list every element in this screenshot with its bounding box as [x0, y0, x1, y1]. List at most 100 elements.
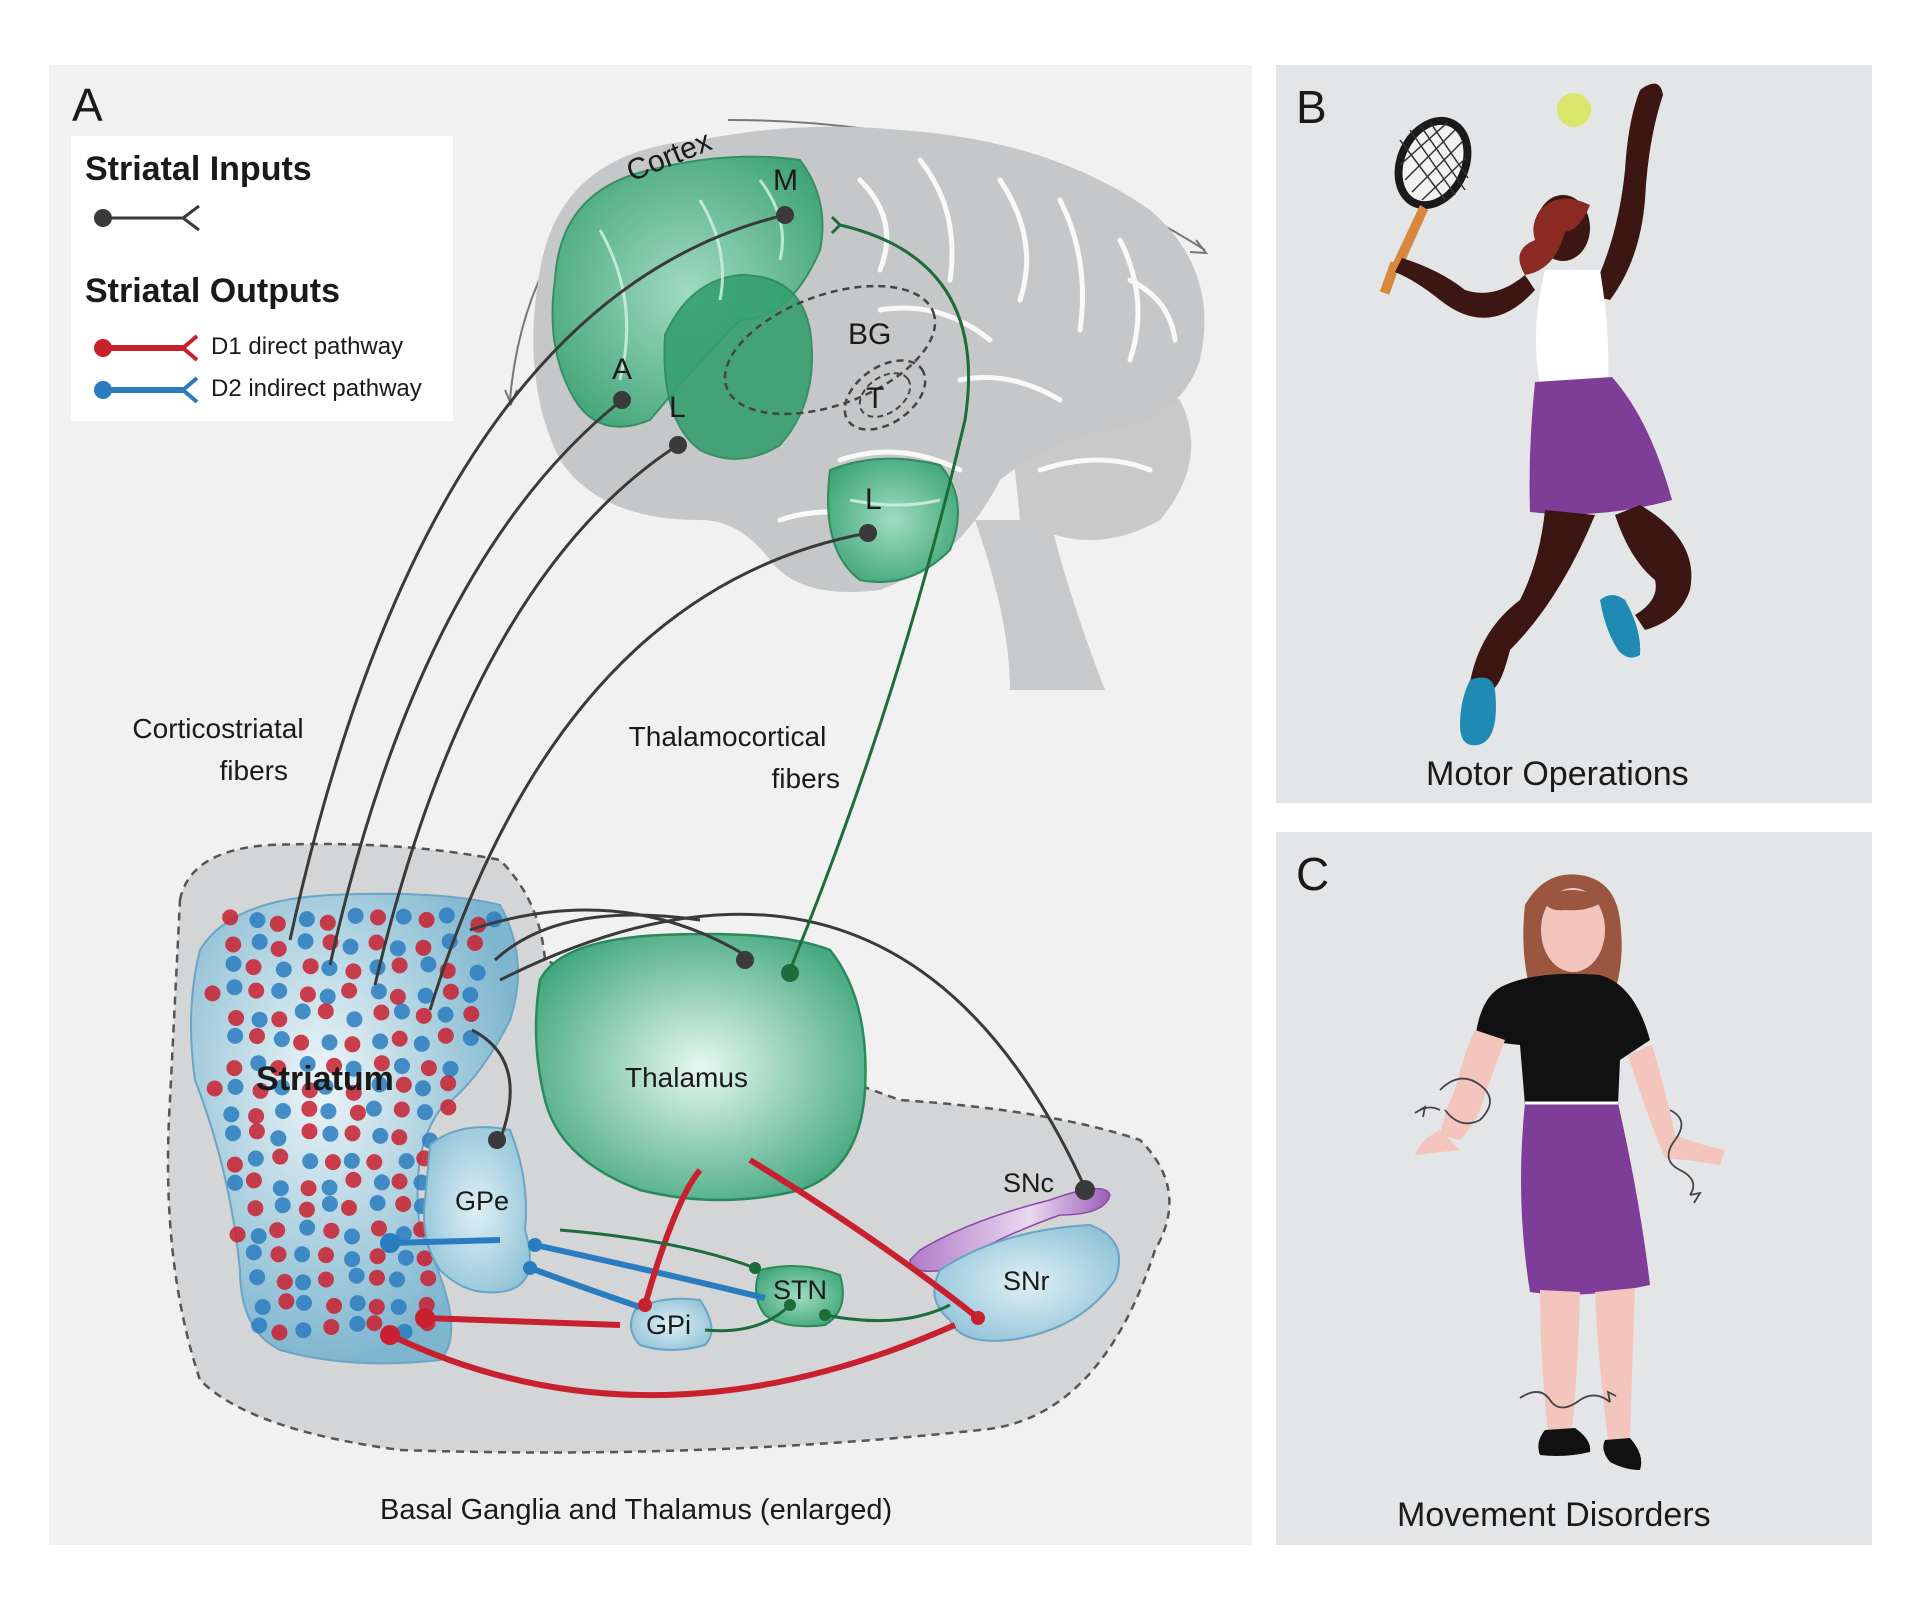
figure-left-leg: [1540, 1290, 1580, 1432]
panel-a-caption: Basal Ganglia and Thalamus (enlarged): [380, 1494, 893, 1526]
striatal-neuron-dot: [321, 1195, 338, 1212]
striatal-neuron-dot: [395, 1196, 412, 1212]
striatal-neuron-dot: [296, 1294, 312, 1311]
striatal-neuron-dot: [342, 938, 359, 955]
striatal-neuron-dot: [369, 1248, 386, 1265]
striatal-neuron-dot: [317, 1003, 334, 1020]
striatal-neuron-dot: [437, 1027, 454, 1044]
striatal-neuron-dot: [271, 1324, 288, 1341]
striatal-neuron-dot: [372, 1127, 389, 1144]
region-m-label: M: [773, 164, 798, 197]
striatal-neuron-dot: [318, 1247, 334, 1264]
striatal-neuron-dot: [462, 986, 479, 1003]
striatal-neuron-dot: [225, 1125, 241, 1142]
striatal-neuron-dot: [391, 1173, 408, 1190]
player-racket-arm: [1395, 258, 1535, 318]
tennis-racket-icon: [1379, 116, 1472, 295]
striatal-neuron-dot: [344, 1228, 360, 1245]
d1-direct-pathway: [388, 1157, 980, 1399]
thalamocortical-label: Thalamocortical fibers: [605, 716, 850, 800]
striatal-neuron-dot: [251, 1011, 268, 1028]
striatal-neuron-dot: [298, 1201, 315, 1218]
striatal-neuron-dot: [467, 935, 483, 951]
striatal-neuron-dot: [371, 1076, 388, 1093]
striatal-neuron-dot: [252, 1082, 269, 1099]
striatal-neuron-dot: [371, 1220, 387, 1237]
striatal-neuron-dot: [344, 1125, 361, 1142]
striatal-neuron-dot: [301, 1123, 318, 1140]
striatal-neuron-dot: [249, 1028, 265, 1045]
striatal-neuron-dot: [420, 1060, 437, 1077]
striatal-neuron-dot: [440, 1075, 457, 1092]
striatal-neuron-dot: [269, 1222, 286, 1239]
panel-c-letter: C: [1296, 848, 1330, 900]
brain-stem: [975, 520, 1105, 690]
player-hair: [1519, 198, 1590, 275]
striatal-neuron-dot: [300, 1180, 317, 1197]
striatal-neuron-dot: [368, 1298, 385, 1315]
striatal-neuron-dot: [270, 1060, 287, 1076]
striatal-neuron-dot: [391, 1030, 408, 1047]
striatal-neuron-dot: [227, 1027, 244, 1044]
striatal-neuron-dot: [323, 1319, 340, 1335]
striatal-neuron-dot: [225, 936, 242, 953]
striatal-neuron-dot: [299, 1056, 316, 1072]
right-shoe-icon: [1600, 595, 1641, 658]
legend-symbols: [94, 204, 200, 404]
striatal-neuron-dot: [442, 1060, 459, 1077]
striatal-neuron-dot: [415, 1080, 431, 1097]
striatal-neuron-dot: [229, 1226, 246, 1243]
bg-label: BG: [848, 318, 892, 351]
striatal-neuron-dot: [319, 914, 336, 931]
striatal-neuron-dot: [440, 1099, 457, 1116]
striatal-neuron-dot: [341, 1199, 357, 1216]
striatal-neuron-dot: [398, 1153, 415, 1170]
striatal-neuron-dot: [247, 1150, 264, 1167]
gpe-label: GPe: [455, 1186, 510, 1216]
striatal-neuron-dot: [394, 1058, 410, 1074]
d2-indirect-pathway: [389, 1237, 766, 1310]
striatal-neuron-dot: [368, 934, 385, 951]
snr-label: SNr: [1003, 1266, 1050, 1296]
striatal-neuron-dot: [348, 1267, 365, 1284]
player-shirt: [1536, 270, 1609, 385]
striatal-neuron-dot: [416, 1250, 433, 1267]
striatal-neuron-dot: [345, 963, 362, 980]
striatal-neuron-dot: [319, 988, 336, 1005]
striatal-neuron-dot: [298, 911, 315, 928]
striatal-neuron-dot: [254, 1299, 271, 1315]
legend-outputs-title: Striatal Outputs: [85, 272, 341, 310]
thalamus-body: [534, 932, 867, 1202]
striatal-neuron-dot: [227, 1078, 244, 1095]
player-right-leg: [1615, 505, 1692, 630]
striatal-neuron-dot: [349, 1315, 366, 1332]
striatal-neuron-dot: [270, 940, 287, 957]
gpi-body: [630, 1297, 713, 1351]
panel-b-letter: B: [1296, 81, 1327, 133]
striatal-neuron-dot: [245, 1172, 262, 1189]
t-label: T: [866, 382, 885, 415]
striatal-neuron-dot: [389, 1271, 405, 1288]
striatal-neuron-dot: [294, 1246, 311, 1263]
striatal-neuron-dot: [321, 960, 338, 976]
striatal-neuron-dot: [223, 1106, 240, 1123]
striatal-neuron-dot: [366, 1154, 383, 1171]
striatal-neuron-dot: [393, 1101, 410, 1118]
striatal-neuron-dot: [245, 959, 262, 976]
thalamocortical-fiber: [788, 223, 970, 971]
limbic-cortex-region: [827, 457, 959, 583]
figure-left-arm: [1440, 1030, 1505, 1140]
striatal-neuron-dot: [324, 1154, 341, 1171]
striatal-neuron-dot: [251, 933, 268, 950]
striatal-neuron-dot: [326, 1297, 343, 1314]
corticostriatal-label: Corticostriatal fibers: [108, 708, 328, 792]
striatum-label: Striatum: [256, 1060, 394, 1098]
striatal-neuron-dot: [373, 1055, 390, 1072]
striatal-neuron-dot: [370, 909, 386, 926]
striatal-neuron-dot: [418, 911, 435, 928]
thalamus-label: Thalamus: [625, 1062, 748, 1093]
striatal-neuron-dot: [317, 1078, 334, 1095]
striatal-neuron-dot: [373, 1004, 390, 1021]
